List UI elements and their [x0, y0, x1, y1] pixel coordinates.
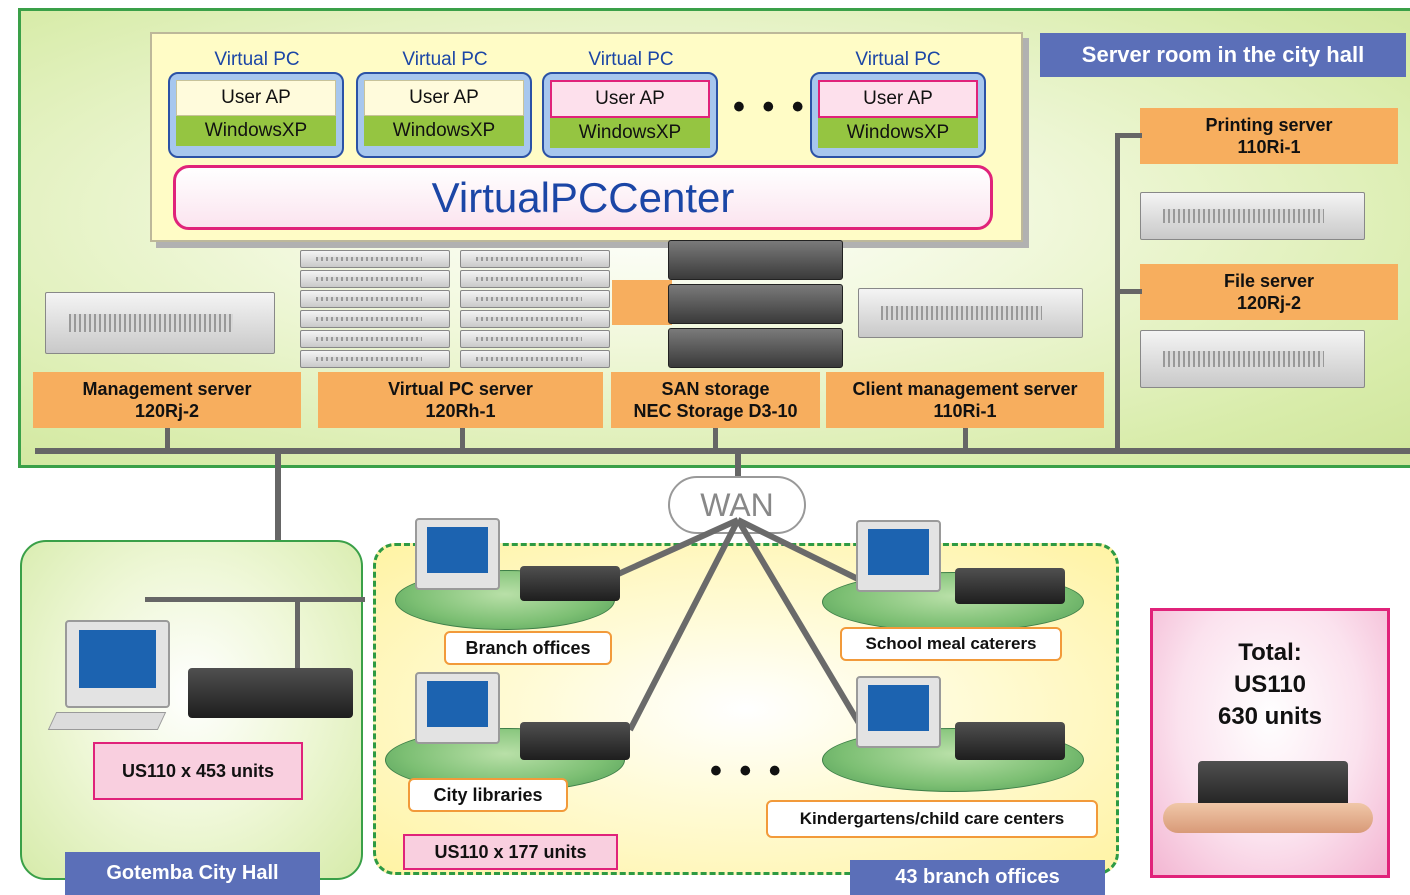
total-box: Total: US110 630 units [1150, 608, 1390, 878]
city-hall-units: US110 x 453 units [93, 742, 303, 800]
vpc-4-app: User AP [818, 80, 978, 118]
vpc-3-app: User AP [550, 80, 710, 118]
san-storage-name: SAN storage [661, 379, 770, 399]
vpc-2-os: WindowsXP [364, 116, 524, 146]
lan-drop [963, 428, 968, 450]
kindergarten-monitor [856, 676, 941, 748]
city-hall-monitor [65, 620, 170, 708]
wan-link [627, 518, 741, 732]
total-thin-client-image [1198, 761, 1348, 811]
virtual-pc-server-image [300, 250, 620, 368]
client-management-server-name: Client management server [852, 379, 1078, 399]
vpc-1: User AP WindowsXP [168, 72, 344, 158]
branch-office-thin-client [520, 566, 620, 601]
vpc-ellipsis: • • • [733, 88, 808, 126]
city-libraries-label: City libraries [408, 778, 568, 812]
city-hall-title: Gotemba City Hall [65, 852, 320, 895]
virtualpccenter-bar: VirtualPCCenter [173, 165, 993, 230]
lan-drop [1115, 133, 1142, 138]
management-server-name: Management server [82, 379, 252, 399]
vpc-4-os: WindowsXP [818, 118, 978, 148]
management-server-label: Management server 120Rj-2 [33, 372, 301, 428]
vpc-2-app: User AP [364, 80, 524, 116]
branch-office-monitor [415, 518, 500, 590]
san-connector [612, 280, 672, 325]
file-server-label: File server 120Rj-2 [1140, 264, 1398, 320]
vpc-2-title: Virtual PC [402, 49, 488, 70]
city-hall-thin-client [188, 668, 353, 718]
virtual-pc-server-name: Virtual PC server [388, 379, 533, 399]
client-management-server-model: 110Ri-1 [933, 401, 997, 421]
printing-server-model: 110Ri-1 [1237, 137, 1301, 157]
branch-ellipsis: • • • [710, 752, 785, 790]
school-meal-caterers-label: School meal caterers [840, 627, 1062, 661]
san-storage-label: SAN storage NEC Storage D3-10 [611, 372, 820, 428]
virtual-pc-server-model: 120Rh-1 [425, 401, 496, 421]
wan-link [736, 517, 862, 583]
vpc-3-os: WindowsXP [550, 118, 710, 148]
branch-units: US110 x 177 units [403, 834, 618, 870]
lan-drop [165, 428, 170, 450]
lan-drop [713, 428, 718, 450]
lan-drop [460, 428, 465, 450]
management-server-model: 120Rj-2 [134, 401, 200, 421]
hand-image [1163, 803, 1373, 833]
vpc-3-title: Virtual PC [588, 49, 674, 70]
printing-server-label: Printing server 110Ri-1 [1140, 108, 1398, 164]
cityhall-drop [295, 597, 300, 677]
virtual-pc-server-label: Virtual PC server 120Rh-1 [318, 372, 603, 428]
vpc-4-title: Virtual PC [855, 49, 941, 70]
branch-offices-title: 43 branch offices [850, 860, 1105, 895]
vpc-1-title: Virtual PC [214, 49, 300, 70]
kindergartens-label: Kindergartens/child care centers [766, 800, 1098, 838]
file-server-name: File server [1223, 271, 1315, 291]
cityhall-uplink [275, 452, 281, 597]
client-management-server-image [858, 288, 1083, 338]
cityhall-lan [145, 597, 365, 602]
san-storage-model: NEC Storage D3-10 [633, 401, 798, 421]
branch-offices-label: Branch offices [444, 631, 612, 665]
file-server-model: 120Rj-2 [1236, 293, 1302, 313]
san-storage-image [668, 240, 843, 370]
vpc-1-os: WindowsXP [176, 116, 336, 146]
vpc-2: User AP WindowsXP [356, 72, 532, 158]
wan-link [735, 518, 863, 727]
total-model: US110 [1233, 671, 1307, 698]
school-meal-monitor [856, 520, 941, 592]
client-management-server-label: Client management server 110Ri-1 [826, 372, 1104, 428]
vpc-3: User AP WindowsXP [542, 72, 718, 158]
city-library-thin-client [520, 722, 630, 760]
vpc-1-app: User AP [176, 80, 336, 116]
server-room-title: Server room in the city hall [1040, 33, 1406, 77]
vpc-4: User AP WindowsXP [810, 72, 986, 158]
lan-drop [1115, 289, 1142, 294]
printing-server-image [1140, 192, 1365, 240]
total-units: 630 units [1217, 703, 1323, 730]
city-library-monitor [415, 672, 500, 744]
management-server-image [45, 292, 275, 354]
lan-backbone [35, 448, 1410, 454]
wan-uplink [735, 452, 741, 482]
kindergarten-thin-client [955, 722, 1065, 760]
total-label: Total: [1238, 639, 1302, 666]
printing-server-name: Printing server [1205, 115, 1333, 135]
school-meal-thin-client [955, 568, 1065, 604]
file-server-image [1140, 330, 1365, 388]
